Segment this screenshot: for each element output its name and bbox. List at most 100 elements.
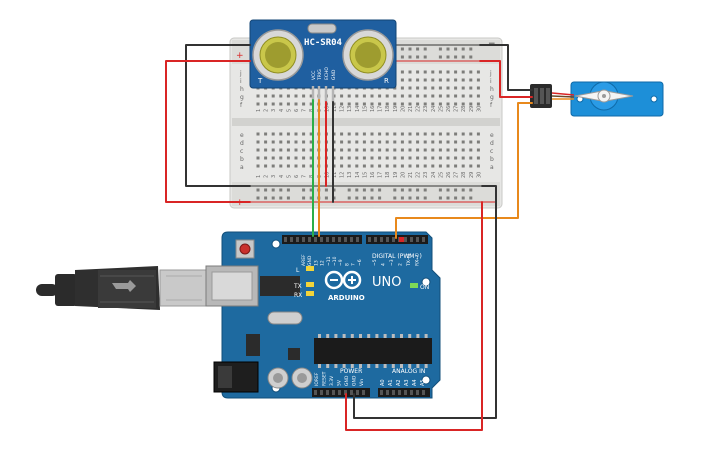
digital-pin-label: 8: [344, 263, 350, 266]
sensor-pin-label: GND: [331, 69, 337, 80]
digital-label: DIGITAL (PWM~): [372, 253, 422, 260]
column-number: 30: [476, 172, 482, 178]
column-number: 29: [469, 106, 475, 112]
digital-pin-label: TX→1: [406, 253, 412, 267]
analog-pin-label: A2: [396, 379, 402, 386]
column-number: 23: [423, 172, 429, 178]
column-number: 11: [332, 106, 338, 112]
digital-header-right: [366, 235, 428, 244]
column-number: 5: [286, 109, 292, 112]
row-letter: d: [240, 140, 244, 147]
digital-pin-label: 4: [381, 263, 387, 266]
row-letter: b: [240, 156, 244, 163]
usb-icon: [112, 280, 136, 292]
column-number: 16: [370, 106, 376, 112]
column-number: 25: [438, 172, 444, 178]
led-l: [306, 266, 314, 271]
column-number: 24: [431, 106, 437, 112]
rail-plus-top: +: [236, 51, 244, 61]
wire-servo-signal: [395, 102, 533, 239]
column-number: 19: [393, 172, 399, 178]
label-tx: TX: [293, 283, 302, 290]
column-number: 11: [332, 172, 338, 178]
wires: [165, 44, 533, 431]
digital-pin-label: AREF: [301, 254, 307, 266]
column-number: 16: [370, 172, 376, 178]
column-number: 21: [408, 106, 414, 112]
microcontroller-chip: [314, 338, 432, 364]
column-number: 13: [347, 106, 353, 112]
column-number: 10: [324, 172, 330, 178]
power-pin-label: GND: [344, 375, 350, 386]
column-number: 13: [347, 172, 353, 178]
sensor-pin: [317, 86, 321, 102]
row-letter: f: [240, 102, 243, 109]
digital-pin-label: 13: [313, 260, 319, 266]
power-pin-label: GND: [352, 375, 358, 386]
column-number: 14: [355, 106, 361, 112]
wire-servo-gnd: [479, 44, 533, 91]
row-letter: i: [240, 78, 242, 85]
column-number: 10: [324, 106, 330, 112]
row-letter: b: [490, 156, 494, 163]
column-number: 6: [294, 175, 300, 178]
column-number: 18: [385, 172, 391, 178]
crystal: [267, 311, 303, 325]
column-number: 26: [446, 106, 452, 112]
digital-pin-label: 12: [320, 260, 326, 266]
analog-pin-label: A4: [412, 379, 418, 386]
column-number: 2: [264, 109, 270, 112]
row-letter: d: [490, 140, 494, 147]
crystal-oscillator: [307, 23, 337, 34]
arduino-uno: L TX RX ON UNO ARDUINO DIGITAL (PWM~) PO…: [205, 231, 441, 399]
row-letter: e: [490, 132, 494, 139]
digital-pin-label: ~10: [332, 256, 338, 266]
column-number: 14: [355, 172, 361, 178]
column-number: 12: [340, 106, 346, 112]
row-letter: c: [240, 148, 243, 155]
sensor-pin: [324, 86, 328, 102]
column-number: 5: [286, 175, 292, 178]
sensor-pin: [331, 86, 335, 102]
column-number: 23: [423, 106, 429, 112]
label-on: ON: [420, 284, 429, 291]
column-number: 6: [294, 109, 300, 112]
usb-cable: [36, 266, 209, 310]
column-number: 15: [362, 106, 368, 112]
column-number: 4: [279, 175, 285, 178]
label-l: L: [296, 267, 300, 274]
digital-pin-label: ~11: [326, 256, 332, 266]
digital-pin-label: ~9: [338, 259, 344, 266]
analog-pin-label: A3: [404, 379, 410, 386]
row-letter: a: [240, 164, 244, 171]
digital-pin-label: 2: [398, 263, 404, 266]
servo-horn: [574, 89, 634, 103]
column-number: 17: [378, 172, 384, 178]
column-number: 28: [461, 106, 467, 112]
column-number: 27: [454, 172, 460, 178]
column-number: 25: [438, 106, 444, 112]
arduino-brand: ARDUINO: [328, 294, 365, 302]
column-number: 1: [256, 175, 262, 178]
row-letter: g: [240, 94, 244, 101]
column-number: 2: [264, 175, 270, 178]
column-number: 20: [400, 106, 406, 112]
column-number: 12: [340, 172, 346, 178]
digital-pin-label: GND: [307, 255, 313, 266]
wire-5v-rail-link: [165, 60, 251, 203]
column-number: 19: [393, 106, 399, 112]
column-number: 7: [302, 109, 308, 112]
column-number: 18: [385, 106, 391, 112]
analog-pin-label: A0: [380, 379, 386, 386]
wire-gnd-rail-link: [185, 44, 251, 187]
power-pin-label: 5V: [337, 379, 343, 386]
digital-pin-label: RX←0: [415, 253, 421, 266]
row-letter: j: [239, 70, 242, 77]
power-pin-label: 3.3V: [329, 375, 335, 386]
voltage-regulator: [246, 334, 260, 356]
sensor-pin-label: ECHO: [324, 67, 330, 80]
digital-pin-label: ~6: [357, 259, 363, 266]
row-letter: e: [240, 132, 244, 139]
